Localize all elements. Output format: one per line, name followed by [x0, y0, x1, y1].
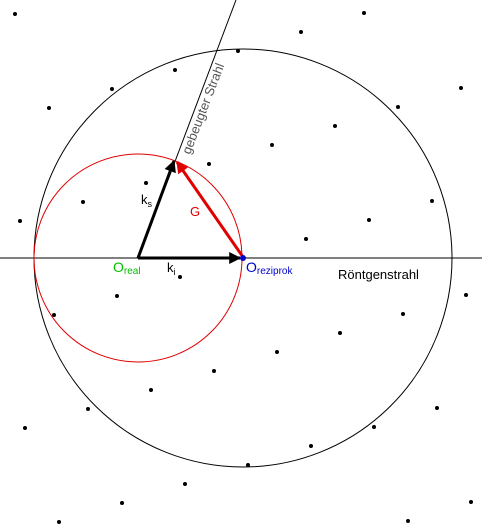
o-reziprok-main: O — [246, 259, 257, 275]
lattice-point — [120, 501, 124, 505]
lattice-point — [435, 406, 439, 410]
lattice-point — [372, 425, 376, 429]
lattice-point — [304, 237, 308, 241]
o-reziprok-label: Oreziprok — [246, 259, 293, 277]
lattice-point — [338, 331, 342, 335]
lattice-point — [149, 388, 153, 392]
lattice-point — [309, 444, 313, 448]
lattice-point — [464, 293, 468, 297]
lattice-point — [110, 87, 114, 91]
lattice-point — [270, 143, 274, 147]
lattice-point — [469, 500, 473, 504]
o-real-sub: real — [124, 266, 141, 277]
ks-label: ks — [141, 192, 153, 209]
lattice-point — [299, 30, 303, 34]
lattice-point — [362, 11, 366, 15]
roentgenstrahl-label: Röntgenstrahl — [338, 267, 419, 282]
lattice-point — [333, 124, 337, 128]
lattice-point — [23, 426, 27, 430]
o-real-main: O — [113, 259, 124, 275]
ks-main: k — [141, 192, 148, 207]
lattice-point — [81, 200, 85, 204]
lattice-point — [236, 49, 240, 53]
lattice-point — [115, 294, 119, 298]
lattice-point — [212, 369, 216, 373]
reciprocal-lattice-points — [13, 11, 473, 524]
lattice-point — [57, 520, 61, 524]
lattice-point — [178, 275, 182, 279]
o-real-label: Oreal — [113, 259, 141, 277]
lattice-point — [406, 519, 410, 523]
g-label: G — [190, 204, 200, 219]
lattice-point — [401, 312, 405, 316]
ks-vector-arrow — [136, 159, 176, 259]
lattice-point — [86, 407, 90, 411]
gebeugter-strahl-label: gebeugter Strahl — [179, 61, 227, 156]
ki-main: k — [167, 260, 174, 275]
lattice-point — [396, 105, 400, 109]
lattice-point — [144, 181, 148, 185]
lattice-point — [52, 313, 56, 317]
lattice-point — [47, 106, 51, 110]
diffracted-beam-line — [167, 0, 237, 181]
lattice-point — [246, 463, 250, 467]
lattice-point — [459, 86, 463, 90]
lattice-point — [275, 350, 279, 354]
g-vector-arrow — [175, 161, 245, 258]
ks-sub: s — [148, 199, 153, 209]
ki-sub: i — [174, 267, 176, 277]
lattice-point — [18, 219, 22, 223]
lattice-point — [430, 199, 434, 203]
lattice-point — [367, 218, 371, 222]
o-reziprok-point — [240, 255, 246, 261]
lattice-point — [173, 68, 177, 72]
ki-label: ki — [167, 260, 176, 277]
lattice-point — [207, 162, 211, 166]
o-reziprok-sub: reziprok — [257, 266, 294, 277]
lattice-point — [13, 12, 17, 16]
lattice-point — [183, 482, 187, 486]
